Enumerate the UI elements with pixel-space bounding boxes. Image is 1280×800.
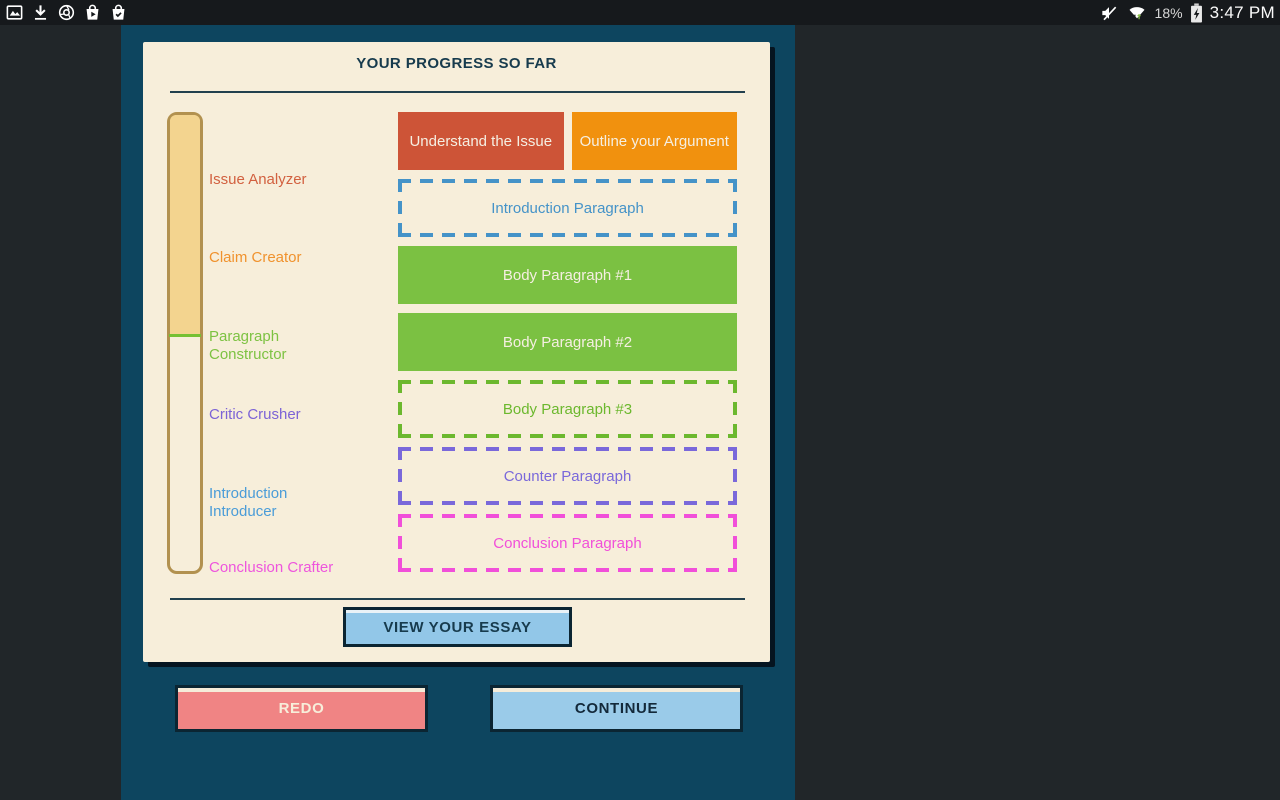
milestone-label-introduction-introducer: Introduction Introducer bbox=[209, 485, 288, 520]
milestone-label-paragraph-constructor: Paragraph Constructor bbox=[209, 328, 287, 363]
system-status-icons: 18% 3:47 PM bbox=[1099, 3, 1275, 23]
gallery-icon bbox=[5, 3, 24, 22]
divider-top bbox=[170, 91, 745, 93]
step-block-body-paragraph-2: Body Paragraph #2 bbox=[398, 313, 737, 371]
progress-current-marker bbox=[169, 334, 201, 337]
step-block-understand-the-issue: Understand the Issue bbox=[398, 112, 564, 170]
top-step-row: Understand the Issue Outline your Argume… bbox=[398, 112, 737, 170]
essay-step-blocks: Understand the Issue Outline your Argume… bbox=[398, 112, 737, 581]
wifi-icon bbox=[1126, 3, 1148, 23]
milestone-label-conclusion-crafter: Conclusion Crafter bbox=[209, 559, 334, 576]
battery-charging-icon bbox=[1190, 2, 1203, 23]
milestone-label-claim-creator: Claim Creator bbox=[209, 249, 302, 266]
redo-button[interactable]: REDO bbox=[175, 685, 428, 732]
progress-card: YOUR PROGRESS SO FAR Issue Analyzer Clai… bbox=[143, 42, 770, 662]
progress-bar-fill bbox=[170, 115, 200, 336]
notification-icons bbox=[5, 3, 128, 22]
step-block-outline-your-argument: Outline your Argument bbox=[571, 112, 737, 170]
view-your-essay-button[interactable]: VIEW YOUR ESSAY bbox=[343, 607, 572, 647]
progress-screen-panel: YOUR PROGRESS SO FAR Issue Analyzer Clai… bbox=[121, 25, 795, 800]
continue-button[interactable]: CONTINUE bbox=[490, 685, 743, 732]
step-block-introduction-paragraph: Introduction Paragraph bbox=[398, 179, 737, 237]
play-store-icon bbox=[83, 3, 102, 22]
clock-text: 3:47 PM bbox=[1209, 2, 1275, 22]
download-icon bbox=[31, 3, 50, 22]
step-block-counter-paragraph: Counter Paragraph bbox=[398, 447, 737, 505]
step-block-body-paragraph-3: Body Paragraph #3 bbox=[398, 380, 737, 438]
chrome-icon bbox=[57, 3, 76, 22]
android-status-bar[interactable]: 18% 3:47 PM bbox=[0, 0, 1280, 25]
milestone-label-issue-analyzer: Issue Analyzer bbox=[209, 171, 307, 188]
bag-check-icon bbox=[109, 3, 128, 22]
battery-percent-text: 18% bbox=[1154, 4, 1183, 21]
divider-bottom bbox=[170, 598, 745, 600]
volume-muted-icon bbox=[1099, 3, 1119, 23]
milestone-label-critic-crusher: Critic Crusher bbox=[209, 406, 301, 423]
step-block-body-paragraph-1: Body Paragraph #1 bbox=[398, 246, 737, 304]
step-block-conclusion-paragraph: Conclusion Paragraph bbox=[398, 514, 737, 572]
page-title: YOUR PROGRESS SO FAR bbox=[356, 55, 557, 72]
progress-bar-track bbox=[167, 112, 203, 574]
